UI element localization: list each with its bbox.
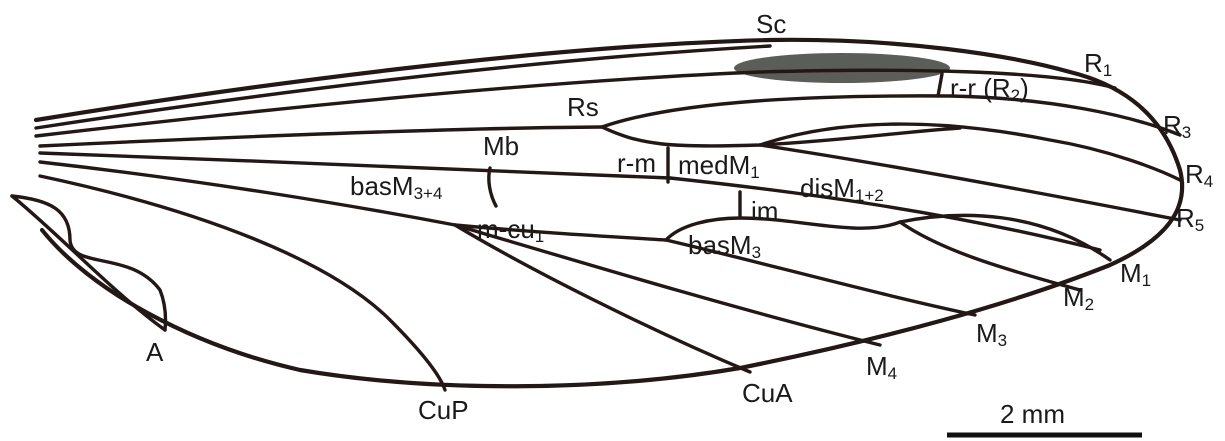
label-m2: M2 bbox=[1063, 282, 1094, 314]
label-r1: R1 bbox=[1084, 48, 1112, 80]
scale-bar-label: 2 mm bbox=[1000, 399, 1065, 429]
label-m-cu1: m-cu1 bbox=[477, 214, 544, 246]
label-basm3-4: basM3+4 bbox=[350, 171, 442, 203]
label-rs: Rs bbox=[567, 92, 599, 122]
vein-m3 bbox=[664, 238, 977, 317]
label-r4: R4 bbox=[1185, 159, 1213, 191]
vein-m-cu1 bbox=[453, 223, 668, 242]
vein-dism1-2 bbox=[668, 176, 1102, 252]
label-cua: CuA bbox=[742, 378, 793, 408]
vein-cua bbox=[453, 223, 752, 374]
costal-margin bbox=[33, 37, 1185, 389]
vein-r-r bbox=[936, 72, 944, 98]
label-mb: Mb bbox=[483, 131, 519, 161]
label-r3: R3 bbox=[1163, 110, 1191, 142]
label-m1: M1 bbox=[1120, 258, 1151, 290]
vein-m1 bbox=[898, 213, 1112, 262]
label-dism1-2: disM1+2 bbox=[800, 173, 884, 205]
pterostigma bbox=[734, 53, 950, 83]
vein-r3 bbox=[600, 94, 1182, 137]
vein-basm3-4 bbox=[38, 160, 457, 227]
label-r-r: r-r (R2) bbox=[950, 73, 1029, 105]
label-im: im bbox=[751, 196, 778, 226]
label-basm3: basM3 bbox=[688, 230, 761, 262]
vein-mb bbox=[38, 151, 672, 180]
vein-r4 bbox=[758, 122, 1182, 182]
vein-basm3 bbox=[664, 216, 902, 242]
vein-anal-margin bbox=[10, 194, 167, 332]
vein-r1 bbox=[34, 68, 1117, 138]
label-medm1: medM1 bbox=[678, 150, 760, 182]
vein-mb-crossvein bbox=[487, 166, 498, 208]
label-a: A bbox=[146, 337, 164, 367]
vein-r5 bbox=[758, 143, 1182, 222]
vein-rs bbox=[38, 125, 604, 148]
label-cup: CuP bbox=[418, 395, 469, 425]
vein-cup bbox=[38, 174, 447, 392]
label-m3: M3 bbox=[976, 318, 1007, 350]
label-sc: Sc bbox=[756, 9, 786, 39]
vein-sc bbox=[34, 44, 772, 130]
label-r5: R5 bbox=[1176, 203, 1204, 235]
vein-r4-r5-stem bbox=[600, 125, 962, 148]
label-r-m: r-m bbox=[617, 148, 656, 178]
vein-a bbox=[10, 194, 168, 332]
vein-m2 bbox=[898, 220, 1082, 292]
label-m4: M4 bbox=[866, 351, 897, 383]
vein-m4 bbox=[453, 223, 882, 347]
